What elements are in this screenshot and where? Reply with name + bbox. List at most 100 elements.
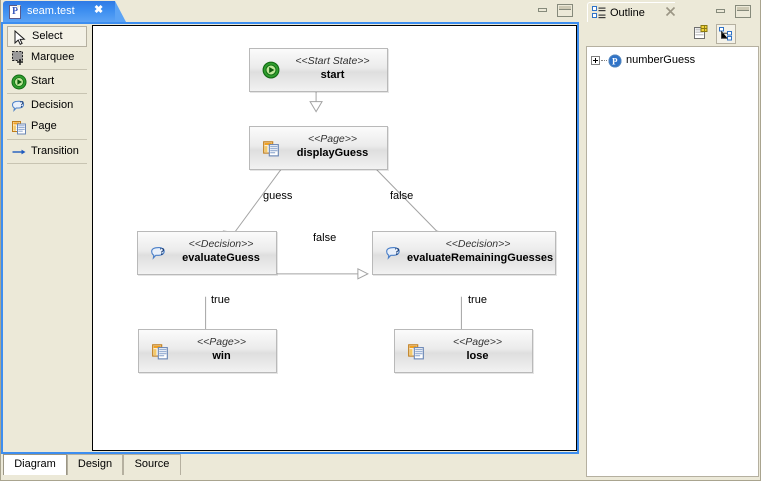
palette-item-label: Decision [31, 99, 74, 111]
tab-source[interactable]: Source [123, 454, 181, 475]
palette-item-page[interactable]: Page [7, 116, 87, 137]
svg-text:?: ? [159, 246, 164, 258]
start-state-icon [262, 61, 280, 79]
show-tree-icon[interactable] [716, 24, 736, 44]
minimize-icon[interactable] [713, 5, 729, 18]
palette-group-start: Start [7, 71, 87, 92]
palette-item-label: Select [32, 30, 63, 42]
node-name: displayGuess [296, 147, 369, 159]
node-text: <<Decision>> evaluateRemainingGuesses [407, 237, 553, 265]
transition-arrow-icon [11, 144, 27, 160]
node-stereotype: <<Start State>> [295, 55, 370, 67]
node-text: <<Decision>> evaluateGuess [172, 237, 270, 265]
start-state-icon [11, 74, 27, 90]
palette-item-label: Transition [31, 145, 79, 157]
palette-separator [7, 139, 87, 140]
editor-window-buttons [535, 4, 579, 18]
palette-separator [7, 163, 87, 164]
node-text: <<Page>> win [173, 335, 270, 363]
node-stereotype: <<Page>> [307, 133, 358, 145]
page-icon [151, 342, 169, 360]
tab-diagram[interactable]: Diagram [3, 454, 67, 475]
node-stereotype: <<Page>> [196, 336, 247, 348]
editor-page-tabs: Diagram Design Source [1, 454, 579, 477]
palette-item-transition[interactable]: Transition [7, 141, 87, 162]
node-name: lose [466, 350, 489, 362]
page-icon [407, 342, 425, 360]
outline-tab[interactable]: Outline [587, 2, 685, 23]
edge-label-false-evaluate[interactable]: false [313, 232, 337, 244]
node-name: evaluateGuess [182, 252, 260, 264]
window-border-left [0, 0, 1, 481]
editor-tab-bar: seam.test ✖ [0, 0, 583, 22]
diagram-node-evaluateRemainingGuesses[interactable]: ? <<Decision>> evaluateRemainingGuesses [372, 231, 556, 275]
node-stereotype: <<Page>> [452, 336, 503, 348]
svg-text:?: ? [20, 99, 25, 109]
palette: Select Marquee [3, 24, 91, 452]
outline-view-icon [592, 6, 607, 20]
outline-tab-bar: Outline [584, 0, 761, 23]
edge-label-true-lose[interactable]: true [468, 294, 487, 306]
maximize-icon[interactable] [557, 4, 573, 17]
editor-tab-label: seam.test [27, 5, 75, 17]
close-icon[interactable] [665, 6, 676, 17]
tab-design[interactable]: Design [67, 454, 123, 475]
editor-body: Select Marquee [1, 22, 579, 454]
edge-label-true-win[interactable]: true [211, 294, 230, 306]
outline-tree[interactable]: P numberGuess [586, 46, 759, 477]
tree-item-label: numberGuess [626, 54, 696, 66]
node-stereotype: <<Decision>> [188, 238, 254, 250]
node-text: <<Start State>> start [284, 54, 381, 82]
outline-tab-label: Outline [610, 7, 645, 19]
node-text: <<Page>> displayGuess [284, 132, 381, 160]
page-icon [11, 119, 27, 135]
tree-connector-line [601, 60, 607, 62]
outline-view: Outline [584, 0, 761, 481]
editor-tab-strip-background [0, 0, 583, 22]
outline-window-buttons [713, 5, 757, 19]
close-icon[interactable]: ✖ [94, 4, 104, 16]
diagram-node-displayGuess[interactable]: <<Page>> displayGuess [249, 126, 388, 170]
palette-separator [7, 69, 87, 70]
svg-text:P: P [612, 57, 618, 67]
node-text: <<Page>> lose [429, 335, 526, 363]
palette-item-start[interactable]: Start [7, 71, 87, 92]
diagram-node-evaluateGuess[interactable]: ? <<Decision>> evaluateGuess [137, 231, 277, 275]
diagram-node-start[interactable]: <<Start State>> start [249, 48, 388, 92]
outline-toolbar [584, 22, 761, 46]
expand-plus-icon[interactable] [591, 56, 600, 65]
process-node-icon: P [608, 54, 622, 68]
svg-text:?: ? [394, 246, 399, 258]
editor-tab-seam-test[interactable]: seam.test ✖ [3, 1, 126, 22]
palette-group-nodes: ? Decision [7, 95, 87, 137]
palette-item-label: Marquee [31, 51, 75, 63]
palette-item-marquee[interactable]: Marquee [7, 47, 87, 68]
palette-group-connections: Transition [7, 141, 87, 162]
minimize-icon[interactable] [535, 4, 551, 17]
decision-icon: ? [150, 244, 168, 262]
node-stereotype: <<Decision>> [445, 238, 511, 250]
palette-group-tools: Select Marquee [7, 26, 87, 68]
node-name: win [212, 350, 231, 362]
diagram-node-lose[interactable]: <<Page>> lose [394, 329, 533, 373]
palette-item-label: Start [31, 75, 55, 87]
decision-icon: ? [11, 98, 27, 114]
node-name: evaluateRemainingGuesses [407, 252, 554, 264]
maximize-icon[interactable] [735, 5, 751, 18]
page-icon [262, 139, 280, 157]
palette-item-label: Page [31, 120, 57, 132]
palette-separator [7, 93, 87, 94]
edge-label-false-display[interactable]: false [390, 190, 414, 202]
diagram-canvas[interactable]: <<Start State>> start [92, 25, 577, 451]
palette-item-select[interactable]: Select [7, 26, 87, 47]
hide-properties-icon[interactable] [692, 24, 712, 44]
node-name: start [320, 69, 345, 81]
diagram-node-win[interactable]: <<Page>> win [138, 329, 277, 373]
process-file-icon [9, 5, 21, 19]
decision-icon: ? [385, 244, 403, 262]
cursor-arrow-icon [12, 30, 28, 46]
palette-item-decision[interactable]: ? Decision [7, 95, 87, 116]
marquee-select-icon [11, 50, 27, 66]
edge-label-guess[interactable]: guess [263, 190, 293, 202]
